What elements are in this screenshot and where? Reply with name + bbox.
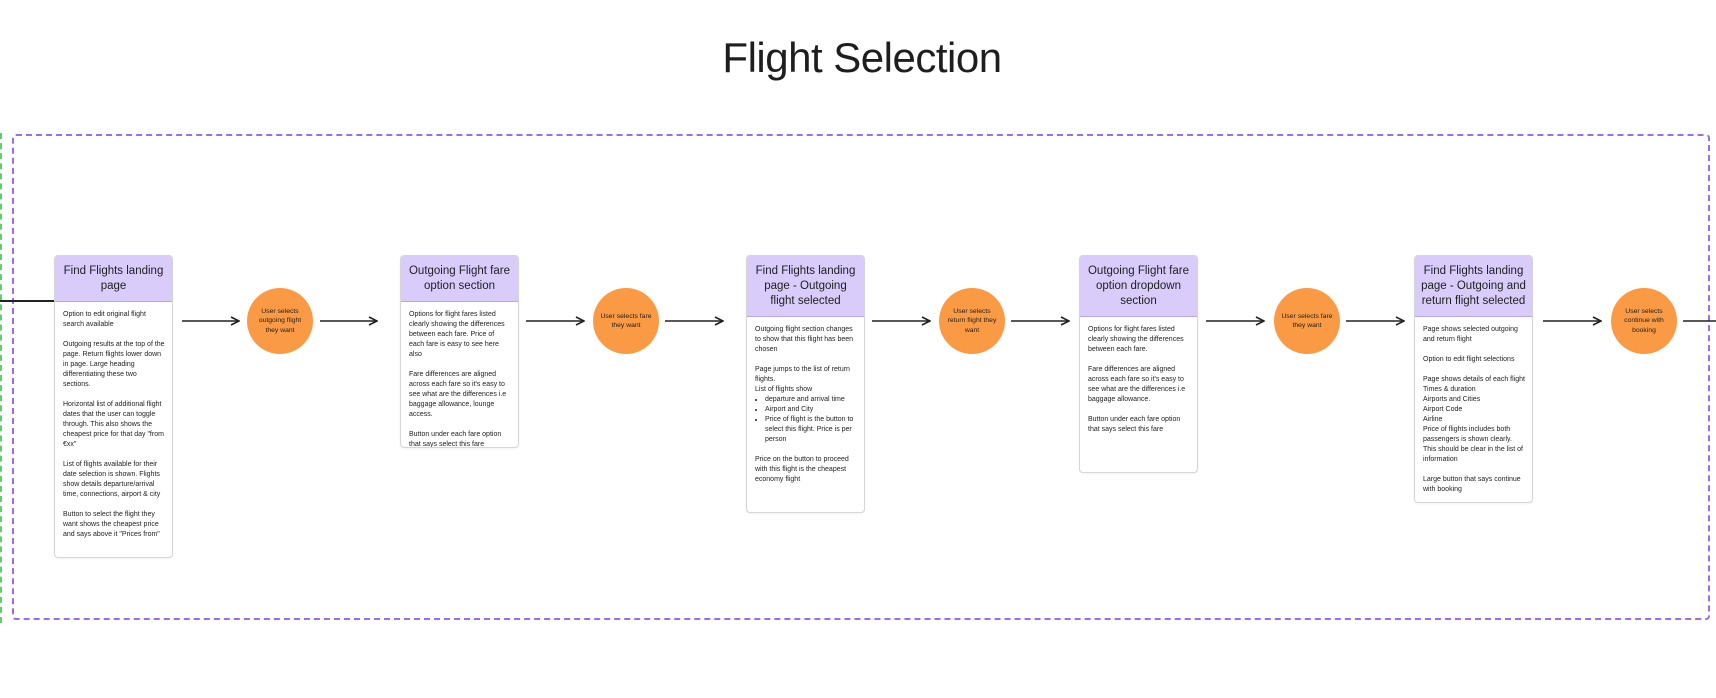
card-heading: Outgoing Flight fare option dropdown sec… (1080, 256, 1197, 317)
card-note: Option to edit original flight search av… (63, 311, 146, 328)
card-note: List of flights available for their date… (63, 461, 161, 498)
left-section-guide (0, 133, 2, 623)
list-item: Airport and City (765, 405, 857, 415)
card-note: Outgoing flight section changes to show … (755, 326, 854, 353)
card-note: Options for flight fares listed clearly … (1088, 326, 1184, 353)
flow-card-fare-dropdown: Outgoing Flight fare option dropdown sec… (1079, 255, 1198, 473)
card-heading: Find Flights landing page - Outgoing and… (1415, 256, 1532, 317)
card-note: Horizontal list of additional flight dat… (63, 401, 164, 448)
step-circle-continue-booking: User selects continue with booking (1611, 288, 1677, 354)
card-note: Page shows selected outgoing and return … (1423, 326, 1518, 343)
step-circle-select-fare: User selects fare they want (593, 288, 659, 354)
card-note: Button under each fare option that says … (409, 431, 502, 448)
incoming-connector (0, 300, 54, 302)
flow-card-find-flights: Find Flights landing page Option to edit… (54, 255, 173, 558)
card-note: Fare differences are aligned across each… (1088, 366, 1186, 403)
card-heading: Find Flights landing page (55, 256, 172, 302)
card-heading: Find Flights landing page - Outgoing fli… (747, 256, 864, 317)
flow-card-outgoing-fare: Outgoing Flight fare option section Opti… (400, 255, 519, 448)
flow-section-frame (12, 134, 1710, 620)
flow-card-outgoing-selected: Find Flights landing page - Outgoing fli… (746, 255, 865, 513)
card-bullet-list: departure and arrival time Airport and C… (755, 395, 857, 445)
card-note: Button to select the flight they want sh… (63, 511, 160, 538)
list-item: Price of flight is the button to select … (765, 415, 857, 445)
step-circle-select-fare-return: User selects fare they want (1274, 288, 1340, 354)
list-item: departure and arrival time (765, 395, 857, 405)
card-heading: Outgoing Flight fare option section (401, 256, 518, 302)
card-note: Button under each fare option that says … (1088, 416, 1181, 433)
card-note: Options for flight fares listed clearly … (409, 311, 505, 358)
card-note: Fare differences are aligned across each… (409, 371, 507, 418)
flow-card-both-selected: Find Flights landing page - Outgoing and… (1414, 255, 1533, 503)
step-circle-select-return: User selects return flight they want (939, 288, 1005, 354)
card-note: Outgoing results at the top of the page.… (63, 341, 165, 388)
card-note: Page shows details of each flight Times … (1423, 376, 1525, 463)
card-note: Price on the button to proceed with this… (755, 456, 849, 483)
card-note: Large button that says continue with boo… (1423, 476, 1521, 493)
card-note: Page jumps to the list of return flights… (755, 366, 850, 393)
step-circle-select-outgoing: User selects outgoing flight they want (247, 288, 313, 354)
diagram-title: Flight Selection (722, 34, 1002, 81)
card-note: Option to edit flight selections (1423, 356, 1515, 363)
